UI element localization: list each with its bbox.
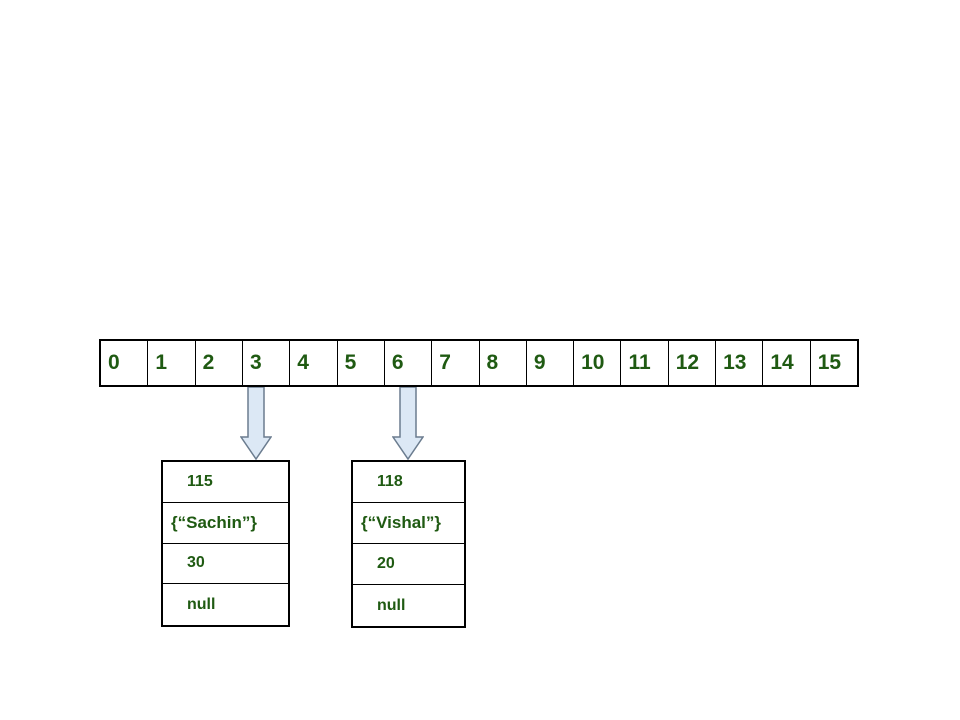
bucket-cell-3: 3 [243,341,291,385]
bucket-cell-15: 15 [817,351,842,374]
bucket-cell-7: 7 [432,341,480,385]
node-value-field: 20 [353,544,464,585]
down-arrow-icon [392,387,424,461]
node-hash-field: 115 [163,462,288,503]
bucket-cell-8: 8 [480,341,527,385]
bucket-cell-12: 12 [669,341,717,385]
bucket-cell-2: 2 [196,341,243,385]
bucket-cell-6: 6 [385,341,433,385]
node-hash-field: 118 [353,462,464,503]
node-value-field: 30 [163,544,288,585]
node-next-field: null [187,595,216,613]
node-next-field: null [377,596,406,614]
bucket-cell-1: 1 [148,341,196,385]
bucket-cell-10: 10 [574,341,622,385]
bucket-cell-0: 0 [101,341,149,385]
node-key-field: {“Sachin”} [163,503,288,544]
down-arrow-icon [240,387,272,461]
bucket-cell-5: 5 [338,341,385,385]
hashmap-node-sachin: 115 {“Sachin”} 30 null [161,460,290,627]
bucket-cell-13: 13 [716,341,764,385]
hashmap-node-vishal: 118 {“Vishal”} 20 null [351,460,466,628]
node-key-field: {“Vishal”} [353,503,464,544]
bucket-cell-11: 11 [621,341,669,385]
bucket-cell-9: 9 [527,341,575,385]
bucket-cell-14: 14 [763,341,811,385]
bucket-cell-4: 4 [290,341,338,385]
